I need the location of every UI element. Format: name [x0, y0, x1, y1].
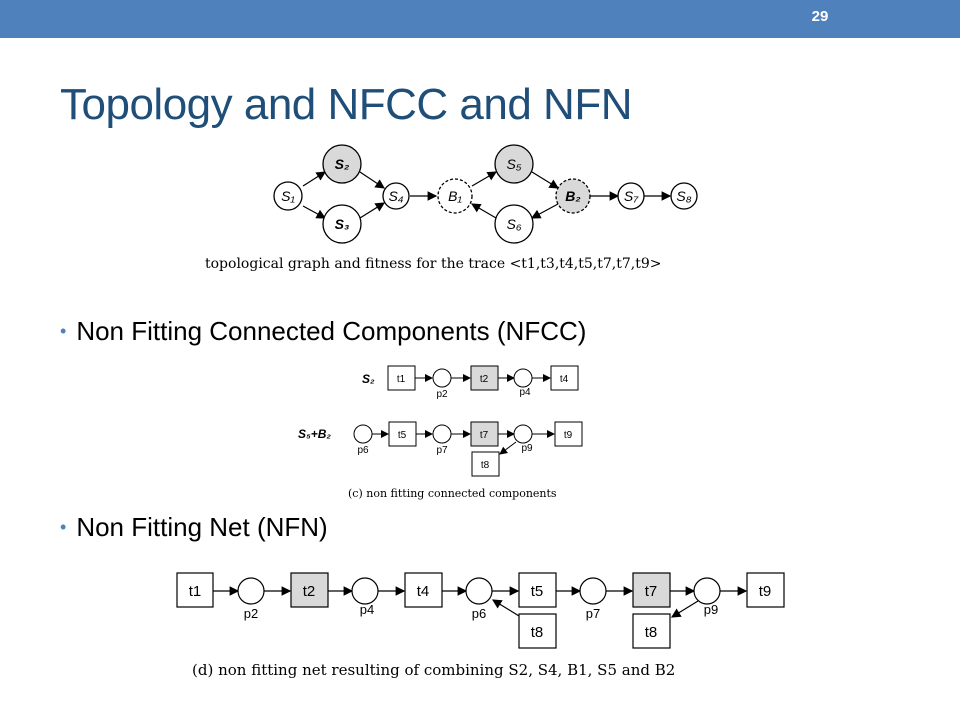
node-s1 [273, 181, 303, 211]
nfcc-t1 [387, 365, 416, 391]
nfn-p6 [465, 577, 493, 605]
nfn-p7 [579, 577, 607, 605]
nfcc-p4 [513, 368, 533, 388]
nfcc-p4-label: p4 [519, 387, 531, 398]
node-s7 [617, 182, 645, 210]
nfn-t8b [632, 613, 671, 649]
nfn-p9-label: p9 [704, 602, 718, 617]
node-s6-label: S₆ [507, 216, 522, 232]
node-s7-label: S₇ [624, 188, 639, 204]
nfn-p4 [351, 577, 379, 605]
nfcc-t1-label: t1 [397, 374, 406, 385]
node-s3 [322, 204, 362, 244]
bullet-nfcc: • Non Fitting Connected Components (NFCC) [60, 316, 586, 347]
nfn-t1-label: t1 [189, 583, 202, 600]
nfn-t7-label: t7 [645, 583, 658, 600]
slide-number: 29 [811, 8, 829, 25]
nfn-t8a-label: t8 [531, 624, 544, 641]
node-b2-label: B₂ [565, 188, 580, 204]
nfn-t9 [746, 572, 785, 608]
nfn-t4 [404, 572, 443, 608]
nfcc-p2-label: p2 [436, 389, 448, 400]
nfn-t2-label: t2 [303, 583, 316, 600]
nfn-t9-label: t9 [759, 583, 772, 600]
node-b1-label: B₁ [448, 188, 462, 204]
bullet-dot: • [60, 517, 67, 537]
node-s1-label: S₁ [281, 188, 295, 204]
nfcc-t7 [470, 421, 499, 447]
nfcc-p6-label: p6 [357, 445, 369, 456]
node-b2 [555, 178, 591, 214]
nfcc-t4 [550, 365, 579, 391]
node-b1 [437, 178, 473, 214]
nfcc-p9 [513, 424, 533, 444]
nfcc-t5 [388, 421, 417, 447]
nfcc-t2-label: t2 [480, 374, 489, 385]
nfn-caption: (d) non fitting net resulting of combini… [192, 661, 675, 679]
nfn-p4-label: p4 [360, 602, 374, 617]
nfcc-row2-label: S₅+B₂ [298, 427, 331, 441]
node-s8-label: S₈ [676, 188, 691, 204]
nfn-t1 [176, 572, 214, 608]
bullet-nfn-text: Non Fitting Net (NFN) [76, 512, 328, 542]
nfn-t2 [290, 572, 329, 608]
nfcc-t7-label: t7 [480, 430, 489, 441]
bullet-dot: • [60, 321, 67, 341]
node-s2-label: S₂ [335, 156, 350, 172]
node-s2 [322, 144, 362, 184]
nfn-p9 [693, 577, 721, 605]
bullet-nfn: • Non Fitting Net (NFN) [60, 512, 328, 543]
nfcc-p7 [432, 424, 452, 444]
nfn-p2-label: p2 [244, 606, 258, 621]
nfn-t7 [632, 572, 671, 608]
nfcc-p7-label: p7 [436, 445, 448, 456]
nfn-t8a [518, 613, 557, 649]
node-s6 [494, 204, 534, 244]
nfn-t5-label: t5 [531, 583, 544, 600]
nfn-t5 [518, 572, 557, 608]
nfcc-caption: (c) non fitting connected components [348, 487, 557, 500]
nfcc-t9-label: t9 [564, 430, 573, 441]
header-bar [0, 0, 960, 38]
node-s3-label: S₃ [335, 216, 350, 232]
node-s8 [670, 182, 698, 210]
nfcc-t8-label: t8 [481, 460, 490, 471]
nfcc-p9-label: p9 [521, 443, 533, 454]
nfcc-t4-label: t4 [560, 374, 569, 385]
node-s4 [382, 182, 410, 210]
nfn-p6-label: p6 [472, 606, 486, 621]
nfn-p2 [237, 577, 265, 605]
topology-caption: topological graph and fitness for the tr… [205, 256, 661, 272]
bullet-nfcc-text: Non Fitting Connected Components (NFCC) [76, 316, 587, 346]
nfcc-p6 [353, 424, 373, 444]
nfn-p7-label: p7 [586, 606, 600, 621]
node-s4-label: S₄ [389, 188, 404, 204]
nfcc-t8 [471, 451, 500, 477]
node-s5-label: S₅ [507, 156, 522, 172]
nfcc-t5-label: t5 [398, 430, 407, 441]
slide-title: Topology and NFCC and NFN [60, 80, 632, 129]
nfcc-t2 [470, 365, 499, 391]
nfcc-row1-label: S₂ [362, 372, 375, 386]
nfn-t4-label: t4 [417, 583, 430, 600]
nfn-t8b-label: t8 [645, 624, 658, 641]
nfcc-t9 [554, 421, 583, 447]
nfcc-p2 [432, 368, 452, 388]
node-s5 [494, 144, 534, 184]
